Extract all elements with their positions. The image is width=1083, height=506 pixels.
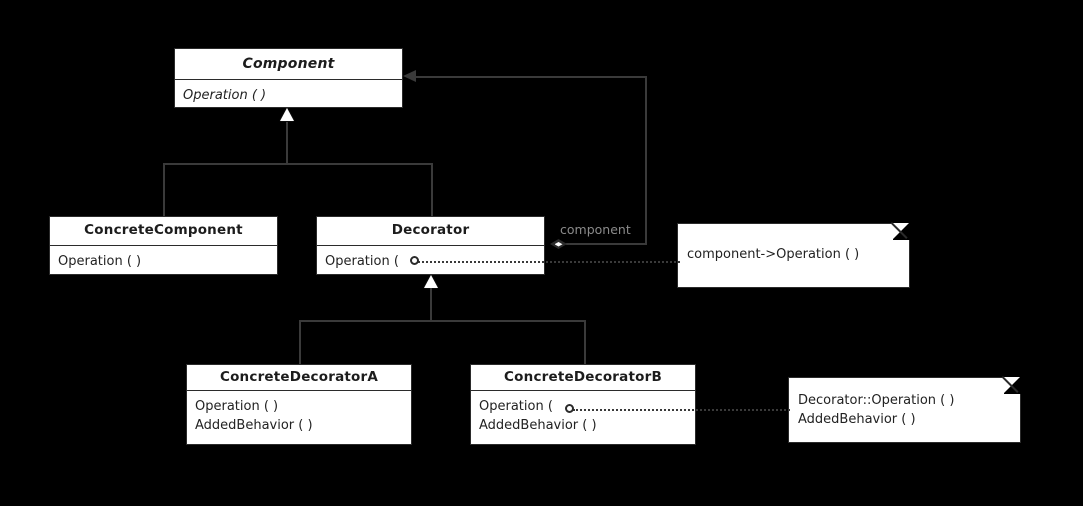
note-line: AddedBehavior ( ) xyxy=(798,412,916,427)
generalization-bar-decorator xyxy=(299,320,585,322)
class-name-concretedecoratora: ConcreteDecoratorA xyxy=(187,365,411,391)
operation-item: AddedBehavior ( ) xyxy=(195,418,313,433)
generalization-branch-decorator xyxy=(431,163,433,216)
class-box-decorator[interactable]: Decorator Operation ( xyxy=(316,216,545,275)
operation-item: Operation ( ) xyxy=(195,399,279,414)
class-name-concretedecoratorb: ConcreteDecoratorB xyxy=(471,365,695,391)
generalization-branch-concretedecoratora xyxy=(299,320,301,365)
class-name-decorator: Decorator xyxy=(317,217,544,246)
note-fold-corner-icon xyxy=(893,223,910,240)
note-line: component->Operation ( ) xyxy=(687,247,860,262)
generalization-bar-component xyxy=(163,163,433,165)
class-operations-concretedecoratorb: Operation ( AddedBehavior ( ) xyxy=(471,391,695,439)
note-box-concretedecoratorb[interactable]: Decorator::Operation ( ) AddedBehavior (… xyxy=(788,377,1021,443)
note-text-decorator: component->Operation ( ) xyxy=(677,223,910,273)
class-operations-concretecomponent: Operation ( ) xyxy=(50,246,277,275)
operation-item: AddedBehavior ( ) xyxy=(479,418,597,433)
aggregation-arrowhead xyxy=(403,70,416,82)
note-anchor-concretedecoratorb xyxy=(565,404,574,413)
note-link-decorator xyxy=(418,261,680,263)
class-box-concretedecoratora[interactable]: ConcreteDecoratorA Operation ( ) AddedBe… xyxy=(186,364,412,445)
aggregation-segment-bottom xyxy=(560,243,647,245)
note-text-concretedecoratorb: Decorator::Operation ( ) AddedBehavior (… xyxy=(788,377,1021,438)
operation-item: Operation ( ) xyxy=(58,254,142,269)
class-name-concretecomponent: ConcreteComponent xyxy=(50,217,277,246)
generalization-branch-concretecomponent xyxy=(163,163,165,216)
note-box-decorator[interactable]: component->Operation ( ) xyxy=(677,223,910,288)
class-operations-decorator: Operation ( xyxy=(317,246,544,275)
operation-item: Operation ( xyxy=(479,399,553,414)
aggregation-segment-right xyxy=(645,76,647,244)
class-box-concretecomponent[interactable]: ConcreteComponent Operation ( ) xyxy=(49,216,278,275)
generalization-branch-concretedecoratorb xyxy=(584,320,586,365)
class-operations-component: Operation ( ) xyxy=(175,80,402,109)
note-anchor-decorator xyxy=(410,256,419,265)
aggregation-diamond xyxy=(550,239,567,249)
class-box-component[interactable]: Component Operation ( ) xyxy=(174,48,403,108)
inheritance-arrowhead-component xyxy=(280,108,294,121)
generalization-stem-decorator xyxy=(430,288,432,321)
note-background xyxy=(677,223,910,288)
generalization-stem-component xyxy=(286,122,288,164)
inheritance-arrowhead-decorator xyxy=(424,275,438,288)
class-box-concretedecoratorb[interactable]: ConcreteDecoratorB Operation ( AddedBeha… xyxy=(470,364,696,445)
class-name-component: Component xyxy=(175,49,402,80)
aggregation-segment-top xyxy=(414,76,646,78)
operation-item: Operation ( ) xyxy=(183,88,267,103)
operation-item: Operation ( xyxy=(325,254,399,269)
note-line: Decorator::Operation ( ) xyxy=(798,393,955,408)
note-link-concretedecoratorb xyxy=(573,409,790,411)
association-role-label: component xyxy=(560,222,631,237)
note-fold-corner-icon xyxy=(1004,377,1021,394)
class-operations-concretedecoratora: Operation ( ) AddedBehavior ( ) xyxy=(187,391,411,439)
